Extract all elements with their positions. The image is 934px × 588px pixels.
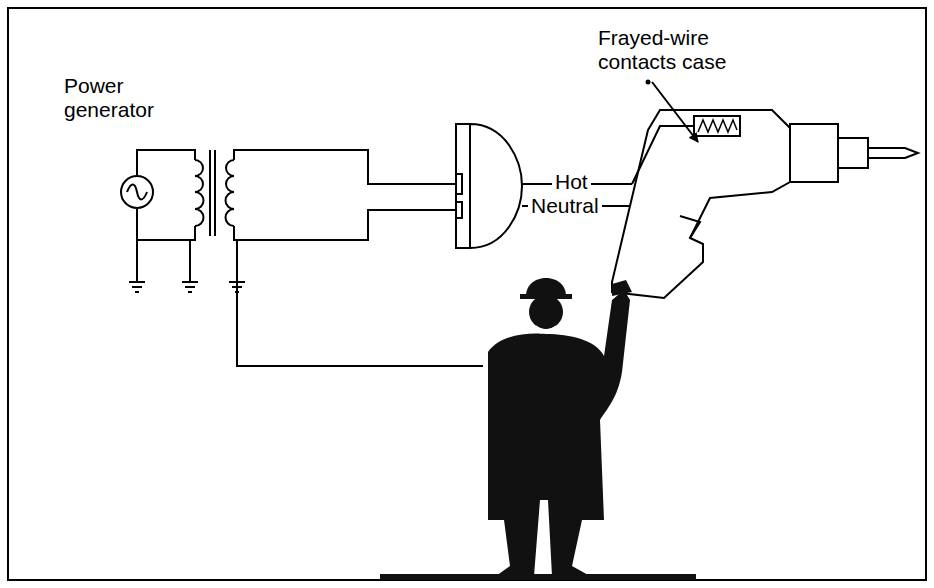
leader-arrow xyxy=(652,82,698,142)
callout-label: Frayed-wire contacts case xyxy=(598,26,778,73)
plug xyxy=(456,124,522,248)
wire-label: Neutral xyxy=(528,194,602,218)
generator-circuit xyxy=(121,150,483,366)
face-detail xyxy=(536,326,556,330)
wire-label: Hot xyxy=(552,170,591,194)
component-label: Power generator xyxy=(64,74,184,121)
dot xyxy=(646,80,651,85)
frame xyxy=(8,8,926,580)
ground-symbol xyxy=(129,282,245,292)
drill xyxy=(612,110,918,298)
worker xyxy=(380,278,696,580)
